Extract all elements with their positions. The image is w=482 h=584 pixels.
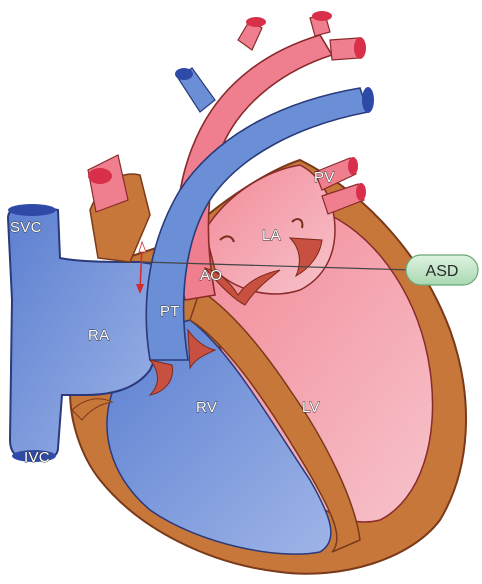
asd-callout: ASD bbox=[406, 255, 478, 285]
pulmonary-branch-cap bbox=[175, 68, 193, 80]
label-la: LA bbox=[262, 227, 281, 244]
aortic-arch-cap bbox=[354, 37, 366, 59]
label-ivc: IVC bbox=[24, 449, 50, 466]
label-ao: AO bbox=[200, 267, 222, 284]
label-pv: PV bbox=[314, 169, 335, 186]
asd-callout-text: ASD bbox=[426, 263, 459, 280]
svc-opening bbox=[8, 204, 56, 216]
aortic-branch-cap-2 bbox=[312, 11, 332, 21]
label-rv: RV bbox=[196, 399, 217, 416]
label-lv: LV bbox=[302, 399, 320, 416]
ascending-aorta-cap bbox=[88, 168, 112, 184]
label-svc: SVC bbox=[10, 219, 42, 236]
pulmonary-trunk-cap bbox=[362, 87, 374, 113]
pv-cap-2 bbox=[356, 183, 366, 201]
shunt-arrow-head-top bbox=[139, 242, 146, 252]
label-ra: RA bbox=[88, 327, 109, 344]
aortic-branch-cap-1 bbox=[246, 17, 266, 27]
pv-cap-1 bbox=[348, 157, 358, 175]
label-pt: PT bbox=[160, 303, 180, 320]
